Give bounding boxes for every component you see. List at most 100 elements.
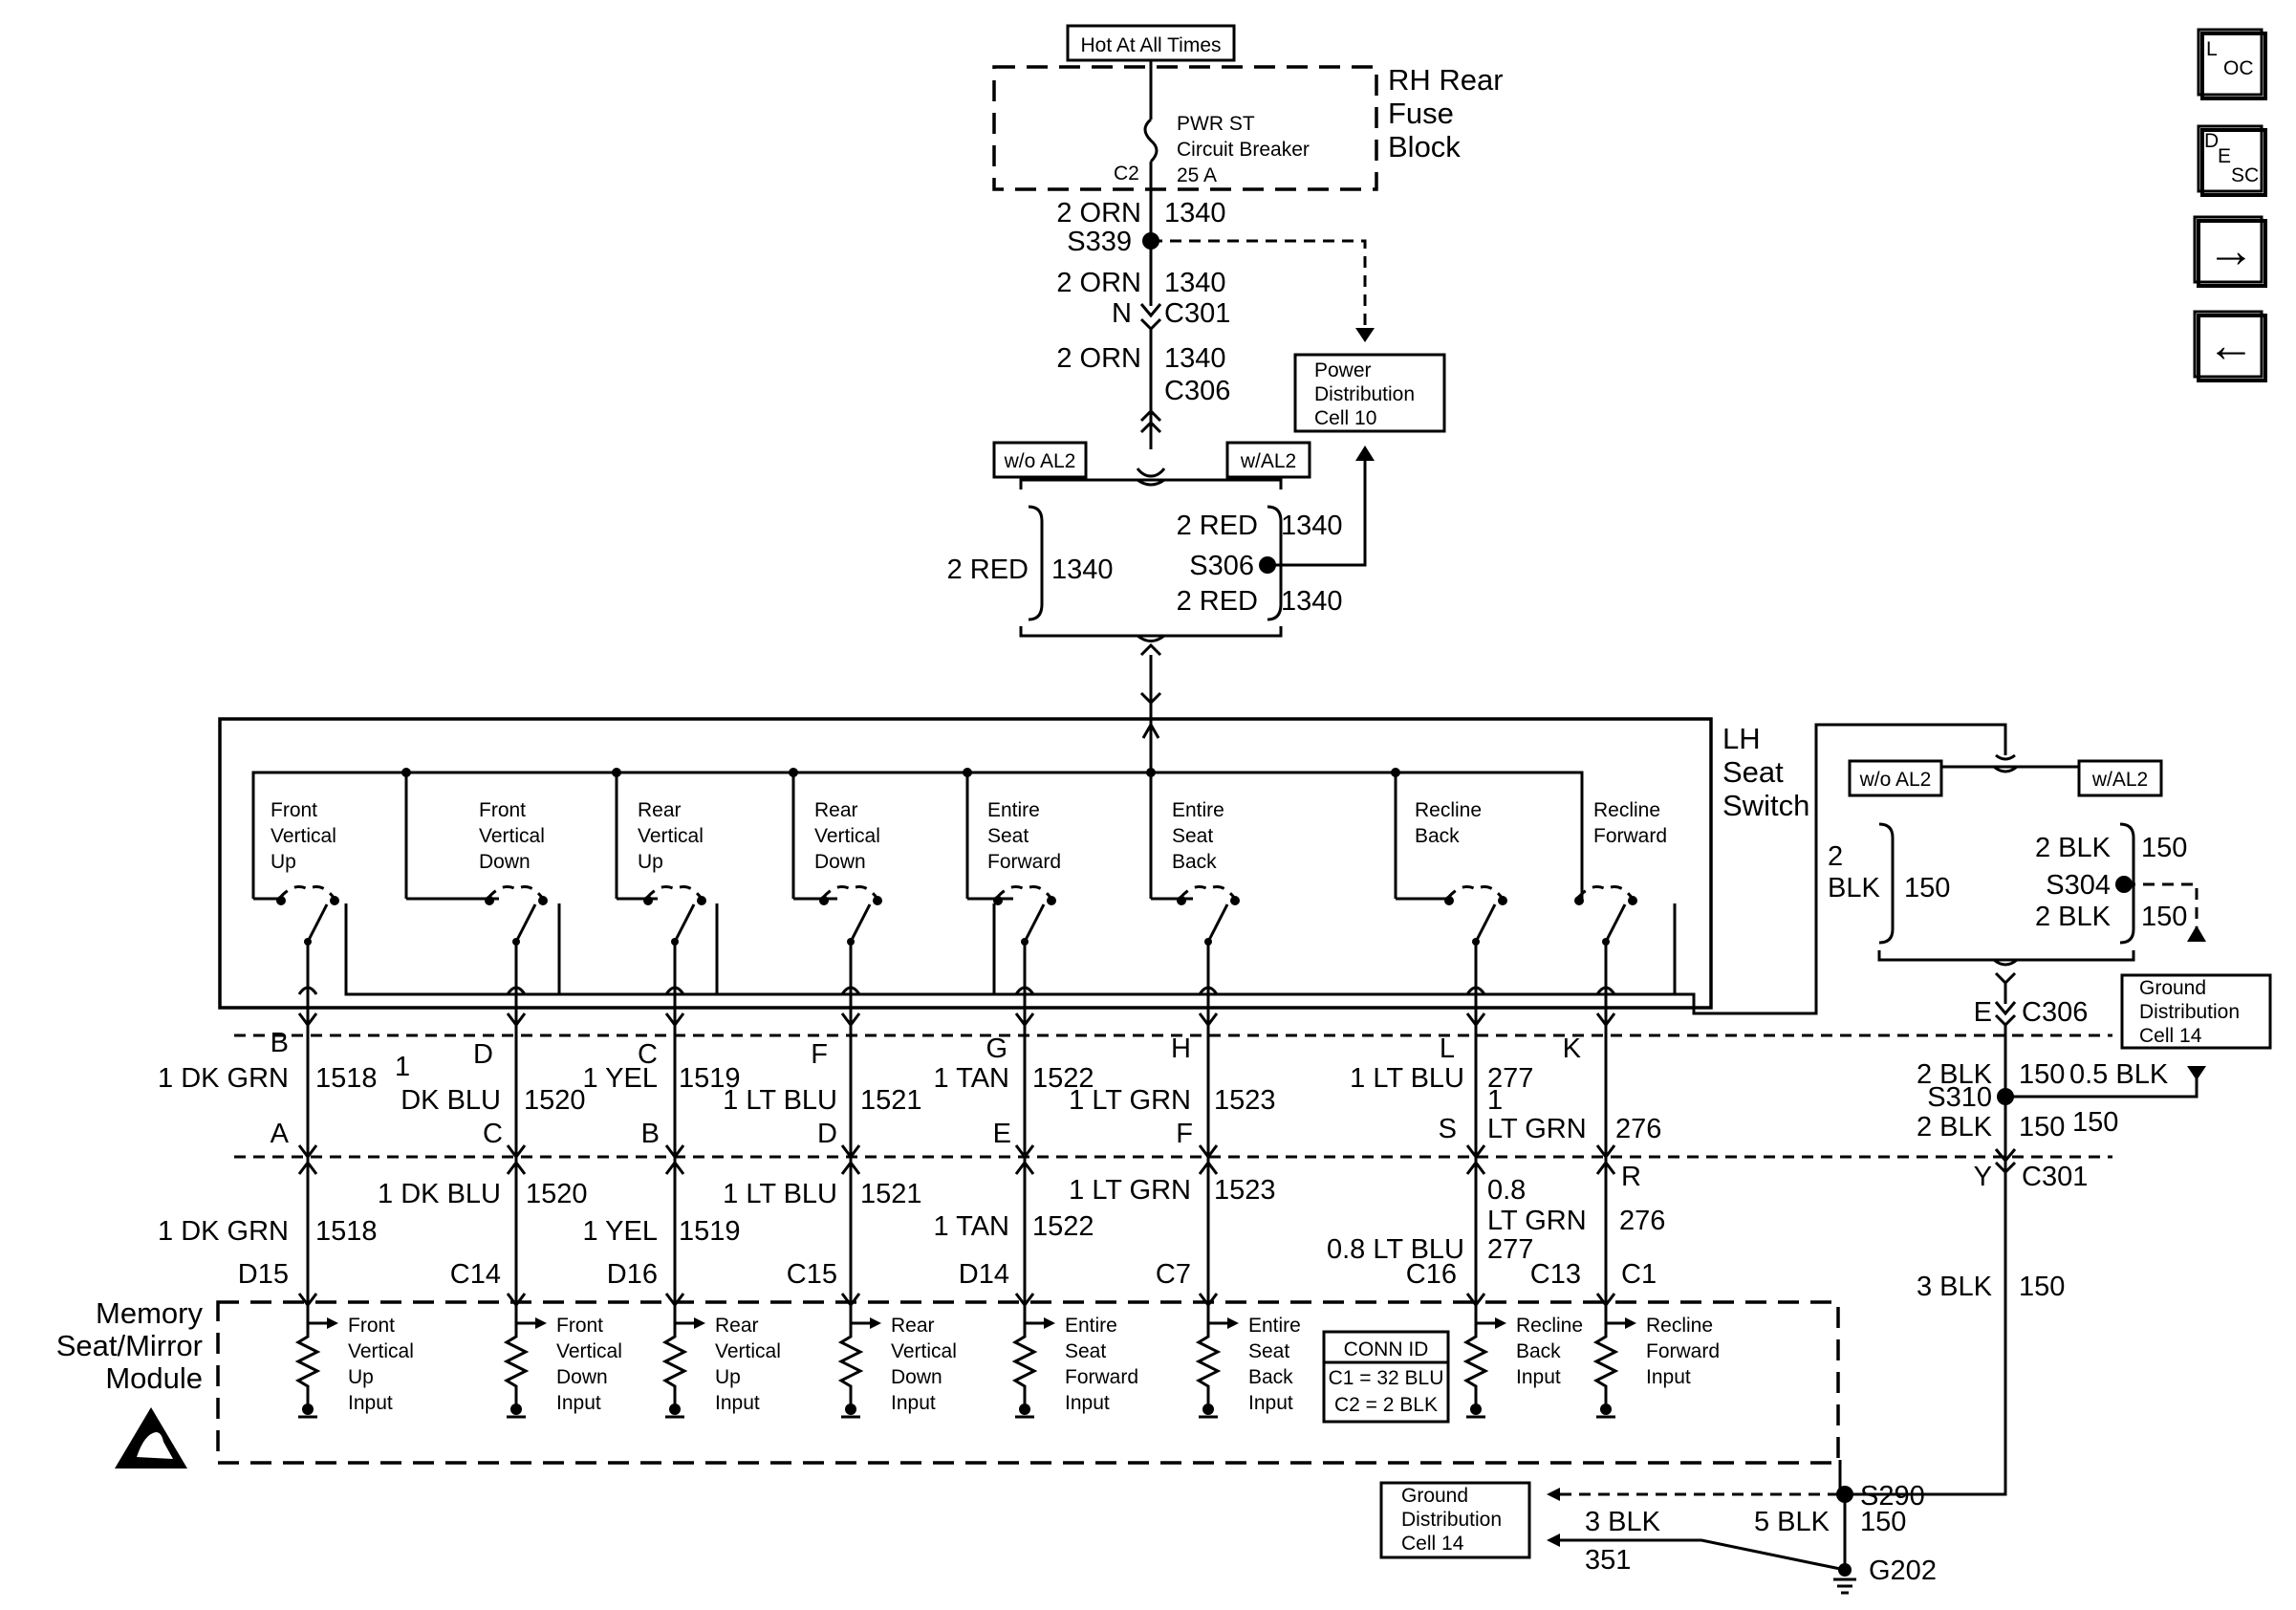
option-with-al2-label: w/AL2 xyxy=(2091,769,2148,791)
circuit-number-label: 1340 xyxy=(1164,268,1226,298)
wire-size-label: DK BLU xyxy=(401,1085,501,1116)
circuit-number-label: 150 xyxy=(2019,1059,2065,1090)
esd-sensitive-icon xyxy=(115,1407,187,1469)
connector-c306-label: C306 xyxy=(1164,376,1230,406)
module-label-1: Memory xyxy=(96,1296,203,1330)
connector-pin-symbol xyxy=(1595,1012,1616,1028)
location-button[interactable]: L OC xyxy=(2197,28,2267,100)
wire-size-label: 2 RED xyxy=(947,555,1029,585)
connector-id-box xyxy=(1322,1330,1450,1424)
conn-id-c1: C1 = 32 BLU xyxy=(1329,1367,1444,1389)
hot-at-all-times-label: Hot At All Times xyxy=(1080,34,1221,56)
connector-c306-symbol xyxy=(1994,1001,2017,1028)
wire-size-label: 1 xyxy=(1487,1085,1503,1116)
module-input-label: Input xyxy=(1516,1366,1561,1388)
circuit-number-label: 1521 xyxy=(860,1179,922,1209)
module-input-label: Forward xyxy=(1065,1366,1138,1388)
option-without-al2-box xyxy=(1848,759,1943,797)
connector-pin-symbol xyxy=(1595,1144,1616,1160)
switch-blade xyxy=(1474,903,1497,943)
breaker-pin-label: C2 xyxy=(1114,163,1139,185)
switch-contact xyxy=(873,896,882,905)
connector-pin-symbol xyxy=(297,1144,318,1160)
connector-pin-symbol xyxy=(1465,1293,1486,1308)
switch-contact xyxy=(1177,896,1186,905)
connector-pin-label: C7 xyxy=(1156,1259,1191,1290)
circuit-number-label: 150 xyxy=(1904,873,1950,903)
wire-crossover xyxy=(840,986,861,995)
seat-switch-label-3: Switch xyxy=(1722,789,1809,822)
switch-label: Rear xyxy=(814,799,858,821)
circuit-number-label: 277 xyxy=(1487,1234,1533,1265)
module-input-label: Vertical xyxy=(891,1340,957,1362)
switch-label: Forward xyxy=(987,851,1061,873)
switch-contact xyxy=(485,896,494,905)
wire-size-label: 0.8 LT BLU xyxy=(1327,1234,1464,1265)
wire-size-label: 1 YEL xyxy=(583,1216,658,1247)
circuit-number-label: 1518 xyxy=(315,1063,378,1094)
connector-pin-symbol xyxy=(297,1293,318,1308)
pdc-label-1: Power xyxy=(1314,359,1372,381)
ground-icon xyxy=(1470,1403,1482,1415)
fuse-block-label-2: Fuse xyxy=(1388,97,1454,130)
connector-pin-label: D15 xyxy=(238,1259,289,1290)
connector-pin-label: E xyxy=(993,1119,1011,1149)
ground-icon xyxy=(1019,1403,1030,1415)
pull-down-resistor xyxy=(661,1315,688,1405)
conn-id-c2: C2 = 2 BLK xyxy=(1334,1394,1438,1416)
switch-label: Forward xyxy=(1593,825,1667,847)
next-page-button[interactable]: → xyxy=(2193,215,2267,288)
ground-distribution-cell-14-box xyxy=(1379,1481,1531,1559)
desc-label-d: D xyxy=(2204,130,2219,152)
previous-page-button[interactable]: ← xyxy=(2193,310,2267,382)
module-input-label: Up xyxy=(715,1366,741,1388)
switch-contact xyxy=(1444,896,1454,905)
connector-pin-label: K xyxy=(1563,1033,1582,1064)
wire-size-label: 1 xyxy=(395,1052,410,1082)
option-with-al2-box xyxy=(2077,759,2163,797)
ground-icon xyxy=(669,1403,681,1415)
ground-icon xyxy=(1600,1403,1612,1415)
connector-pin-symbol xyxy=(840,1160,861,1175)
splice-s339-label: S339 xyxy=(1067,227,1132,257)
option-bracket-bottom xyxy=(1877,950,2135,962)
memory-seat-mirror-module-box xyxy=(216,1300,1840,1465)
pull-down-resistor xyxy=(1462,1315,1489,1405)
switch-label: Recline xyxy=(1593,799,1660,821)
connector-pin-symbol xyxy=(1014,1293,1035,1308)
connector-c301-label: C301 xyxy=(2022,1162,2088,1192)
wire-size-label: 3 BLK xyxy=(1917,1272,1993,1302)
input-arrow-head xyxy=(1625,1317,1636,1329)
switch-actuator-link xyxy=(644,885,704,900)
switch-actuator-link xyxy=(994,885,1053,900)
wire-size-label: 1 YEL xyxy=(583,1063,658,1094)
circuit-number-label: 150 xyxy=(2141,902,2187,932)
circuit-number-label: 1521 xyxy=(860,1085,922,1116)
module-input-label: Vertical xyxy=(348,1340,414,1362)
switch-contact xyxy=(819,896,829,905)
option-with-al2-label: w/AL2 xyxy=(1240,450,1296,472)
wire-size-label: 1 TAN xyxy=(933,1211,1009,1242)
switch-contact xyxy=(1628,896,1637,905)
pull-down-resistor xyxy=(1195,1315,1222,1405)
wire-crossover xyxy=(664,986,685,995)
pull-down-resistor xyxy=(503,1315,530,1405)
wire-size-label: 1 LT BLU xyxy=(723,1085,837,1116)
circuit-number-label: 1519 xyxy=(679,1063,741,1094)
circuit-number-label: 150 xyxy=(1860,1507,1906,1537)
breaker-label-3: 25 A xyxy=(1177,164,1217,186)
switch-contact xyxy=(1047,896,1056,905)
gdc-label-3: Cell 14 xyxy=(2139,1025,2202,1047)
wire-crossover xyxy=(1465,986,1486,995)
ground-g202-symbol xyxy=(1833,1563,1856,1595)
loc-label-l: L xyxy=(2206,38,2218,60)
circuit-number-label: 1523 xyxy=(1214,1175,1276,1206)
circuit-number-label: 351 xyxy=(1585,1545,1631,1576)
connector-pin-label: R xyxy=(1621,1162,1641,1192)
pull-down-resistor xyxy=(837,1315,864,1405)
fuse-block-label-1: RH Rear xyxy=(1388,63,1504,97)
switch-label: Vertical xyxy=(638,825,704,847)
wire-size-label: 1 DK BLU xyxy=(378,1179,501,1209)
power-distribution-cell-10-box xyxy=(1293,353,1446,433)
description-button[interactable]: D E SC xyxy=(2197,124,2267,197)
